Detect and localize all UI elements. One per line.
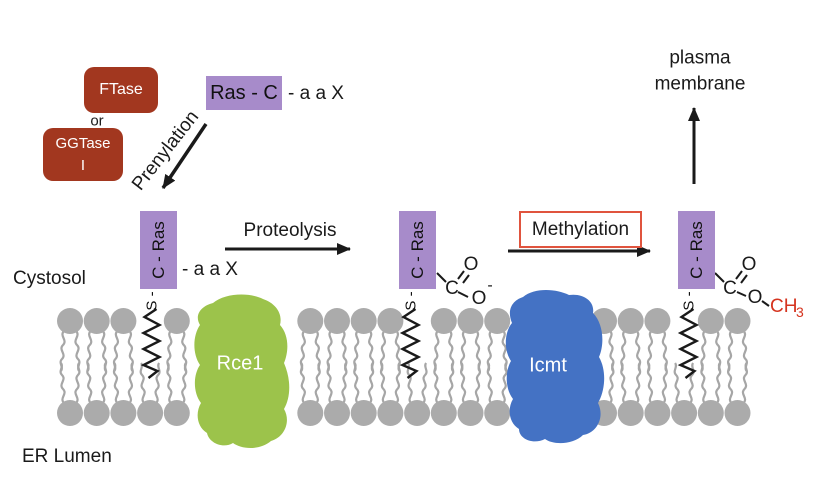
lipid-top [457,308,484,372]
ester-c: C [723,278,737,299]
cytosol-label: Cystosol [13,268,86,289]
ester-o-single: O [748,287,763,308]
proteolysis-label: Proteolysis [243,220,337,241]
lipid-bottom [350,362,377,426]
prenyl-zigzag-3 [677,308,700,379]
lipid-top [377,308,404,372]
lipid-bottom [83,362,110,426]
lipid-top [163,308,190,372]
lipid-bottom [163,362,190,426]
lipid-bottom [617,362,644,426]
aax-suffix-station1: - a a X [182,259,238,280]
lipid-top [350,308,377,372]
c-ras-label-3: C - Ras [686,221,706,279]
s-linker-3: S - [680,291,698,311]
lipid-bottom [484,362,511,426]
lipid-top [430,308,457,372]
plasma-label-line1: plasma [669,47,731,69]
lipid-top [324,308,350,372]
carboxylate-o-double: O [464,254,479,275]
lipid-bottom [377,362,404,426]
s-linker-1: S - [143,291,161,311]
c-ras-box-2: C - Ras [399,211,436,289]
carboxylate-o-single: O [472,288,487,309]
lipid-top [644,308,671,372]
c-ras-box-3: C - Ras [678,211,715,289]
plasma-label-line2: membrane [654,73,746,94]
ester-o-double: O [742,254,757,275]
methyl-ester-group: C O O CH 3 [714,254,804,320]
prenylation-arrow [161,123,208,189]
c-ras-box-1: C - Ras [140,211,177,289]
lipid-bottom [697,362,724,426]
er-lumen-label: ER Lumen [22,446,112,467]
lipid-bottom [297,362,324,426]
lipid-bottom [430,362,457,426]
prenyl-zigzag-2 [399,308,422,379]
ftase-box: FTase [84,67,158,113]
plasma-membrane-label: plasma membrane [655,45,746,96]
lipid-top [724,308,751,372]
carboxylate-charge: - [487,277,492,294]
lipid-bottom [644,362,671,426]
lipid-bottom [324,362,350,426]
lipid-bottom [57,362,83,426]
lipid-bottom [404,362,431,426]
aax-suffix-top: - a a X [288,83,344,104]
carboxylate-c: C [445,278,459,299]
c-ras-label-1: C - Ras [148,221,168,279]
ggtase-label-line1: GGTase [55,134,111,152]
methyl-subscript-3: 3 [796,304,804,320]
rce1-blob [194,294,290,448]
lipid-bilayer [57,308,751,426]
ggtase-box: GGTase I [43,128,123,181]
lipid-bottom [457,362,484,426]
lipid-bottom [137,362,164,426]
methylation-box: Methylation [519,211,642,248]
lipid-bottom [724,362,751,426]
ggtase-label-line2: I [80,156,86,174]
lipid-bottom [671,362,698,426]
lipid-top [697,308,724,372]
prenyl-zigzag-1 [140,308,163,379]
lipid-top [110,308,137,372]
lipid-top [297,308,324,372]
rce1-label: Rce1 [216,352,264,375]
icmt-blob [505,290,605,444]
lipid-top [57,308,83,372]
lipid-top [83,308,110,372]
ras-c-label: Ras - C [210,81,278,104]
icmt-label: Icmt [529,354,567,377]
carboxylate-group: C O O - [436,254,493,309]
lipid-top [617,308,644,372]
methylation-label: Methylation [531,218,630,240]
lipid-bottom [110,362,137,426]
methyl-ch-label: CH [770,296,797,317]
c-ras-label-2: C - Ras [407,221,427,279]
ftase-label: FTase [99,81,143,99]
s-linker-2: S - [402,291,420,311]
ras-c-box: Ras - C [206,76,282,110]
